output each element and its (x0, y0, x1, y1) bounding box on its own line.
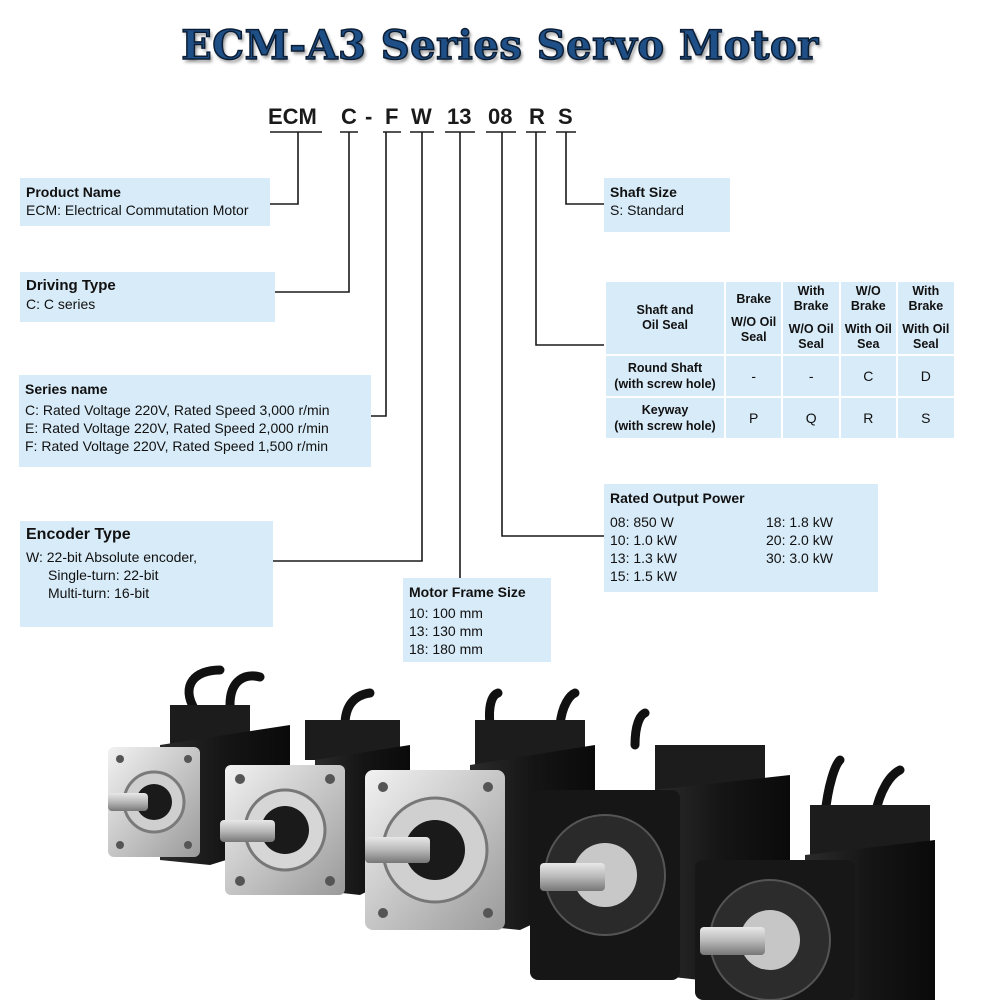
header-with-brake-with-oil: With Brake With Oil Seal (895, 280, 957, 356)
power-10: 10: 1.0 kW (610, 532, 677, 548)
encoder-type-line-single: Single-turn: 22-bit (48, 567, 159, 583)
power-08: 08: 850 W (610, 514, 674, 530)
rated-output-power-grid: 08: 850 W 18: 1.8 kW 10: 1.0 kW 20: 2.0 … (610, 513, 872, 585)
table-cell: Q (781, 396, 841, 440)
encoder-type-line-multi: Multi-turn: 16-bit (48, 585, 150, 601)
code-segment-dash: - (365, 104, 373, 129)
row-label-keyway: Keyway (with screw hole) (604, 396, 726, 440)
driving-type-box: Driving Type C: C series (20, 272, 275, 322)
table-cell: S (895, 396, 957, 440)
code-segment-driving-type: C (341, 104, 357, 129)
shaft-size-line: S: Standard (610, 202, 684, 218)
table-row: Round Shaft (with screw hole) - - C D (604, 354, 957, 398)
code-segment-encoder: W (411, 104, 432, 129)
table-cell: - (781, 354, 841, 398)
series-name-box: Series name C: Rated Voltage 220V, Rated… (19, 375, 371, 467)
motor-frame-size-title: Motor Frame Size (409, 584, 526, 600)
connector-encoder-type (273, 132, 423, 562)
product-name-line: ECM: Electrical Commutation Motor (26, 202, 249, 218)
table-row: Keyway (with screw hole) P Q R S (604, 396, 957, 440)
product-name-title: Product Name (26, 184, 121, 200)
power-13: 13: 1.3 kW (610, 550, 677, 566)
rated-output-power-title: Rated Output Power (610, 490, 745, 506)
servo-motors-image (108, 665, 935, 1000)
power-empty (766, 567, 886, 585)
header-shaft-oil: Shaft and Oil Seal (604, 280, 726, 356)
motor-5 (695, 805, 935, 1000)
code-segment-shaft-size: S (558, 104, 573, 129)
motor-frame-size-box: Motor Frame Size 10: 100 mm 13: 130 mm 1… (403, 578, 551, 662)
shaft-size-box: Shaft Size S: Standard (604, 178, 730, 232)
code-segment-product: ECM (268, 104, 317, 129)
table-cell: R (838, 396, 898, 440)
table-cell: P (723, 396, 784, 440)
rated-output-power-box: Rated Output Power 08: 850 W 18: 1.8 kW … (604, 484, 878, 592)
code-segment-shaft-oil: R (529, 104, 545, 129)
encoder-type-line-w: W: 22-bit Absolute encoder, (26, 549, 197, 565)
frame-size-line-13: 13: 130 mm (409, 623, 483, 639)
series-name-title: Series name (25, 381, 108, 397)
series-name-line-f: F: Rated Voltage 220V, Rated Speed 1,500… (25, 438, 329, 454)
code-segment-frame-size: 13 (447, 104, 472, 129)
code-segment-output-power: 08 (488, 104, 513, 129)
product-name-box: Product Name ECM: Electrical Commutation… (20, 178, 270, 226)
frame-size-line-18: 18: 180 mm (409, 641, 483, 657)
header-wo-brake-with-oil: W/O Brake With Oil Sea (838, 280, 898, 356)
series-name-line-e: E: Rated Voltage 220V, Rated Speed 2,000… (25, 420, 329, 436)
shaft-size-title: Shaft Size (610, 184, 677, 200)
driving-type-title: Driving Type (26, 277, 116, 294)
frame-size-line-10: 10: 100 mm (409, 605, 483, 621)
connector-series-name (371, 132, 387, 417)
connector-shaft-oil (535, 132, 604, 346)
table-cell: - (723, 354, 784, 398)
page-title: ECM-A3 Series Servo Motor (181, 21, 819, 70)
power-15: 15: 1.5 kW (610, 568, 677, 584)
connector-driving-type (275, 132, 350, 293)
shaft-oil-seal-table: Shaft and Oil Seal Brake W/O Oil Seal Wi… (604, 280, 957, 440)
connector-output-power (501, 132, 604, 537)
power-30: 30: 3.0 kW (766, 550, 833, 566)
table-cell: C (838, 354, 898, 398)
encoder-type-box: Encoder Type W: 22-bit Absolute encoder,… (20, 521, 273, 627)
connector-product-name (270, 132, 299, 205)
code-segment-series: F (385, 104, 399, 129)
encoder-type-title: Encoder Type (26, 526, 131, 543)
series-name-line-c: C: Rated Voltage 220V, Rated Speed 3,000… (25, 402, 330, 418)
row-label-round-shaft: Round Shaft (with screw hole) (604, 354, 726, 398)
table-cell: D (895, 354, 957, 398)
power-18: 18: 1.8 kW (766, 514, 833, 530)
header-with-brake-wo-oil: With Brake W/O Oil Seal (781, 280, 841, 356)
header-brake-wo-oil: Brake W/O Oil Seal (723, 280, 784, 356)
table-header-row: Shaft and Oil Seal Brake W/O Oil Seal Wi… (604, 280, 957, 356)
power-20: 20: 2.0 kW (766, 532, 833, 548)
driving-type-line: C: C series (26, 296, 96, 312)
connector-shaft-size (565, 132, 604, 205)
